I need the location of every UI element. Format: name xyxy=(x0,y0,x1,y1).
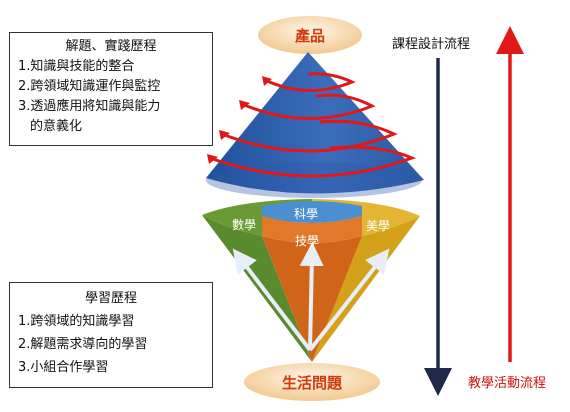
learning-process-title: 學習歷程 xyxy=(84,291,137,306)
tech-top xyxy=(262,216,362,243)
practice-process-title: 解題、實踐歷程 xyxy=(65,39,157,54)
white-arrows xyxy=(232,242,390,352)
practice-item-2: 2.跨領域知識運作與監控 xyxy=(18,79,161,94)
arts-label: 美學 xyxy=(366,219,390,233)
practice-item-1: 1.知識與技能的整合 xyxy=(18,59,135,74)
practice-item-3: 3.透過應用將知識與能力 xyxy=(18,99,161,114)
life-pill xyxy=(244,363,380,401)
practice-process-box: 解題、實踐歷程 1.知識與技能的整合 2.跨領域知識運作與監控 3.透過應用將知… xyxy=(9,32,213,146)
life-label: 生活問題 xyxy=(282,374,343,392)
teaching-flow-label: 教學活動流程 xyxy=(468,376,547,391)
spiral-arrowheads xyxy=(207,76,272,164)
learning-item-1: 1.跨領域的知識學習 xyxy=(18,314,135,329)
science-segment xyxy=(262,201,362,223)
learning-item-3: 3.小組合作學習 xyxy=(18,360,109,375)
arts-segment xyxy=(312,216,420,362)
math-label: 數學 xyxy=(232,218,256,232)
product-pill xyxy=(258,16,362,54)
design-flow-label: 課程設計流程 xyxy=(392,37,471,52)
learning-process-box: 學習歷程 1.跨領域的知識學習 2.解題需求導向的學習 3.小組合作學習 xyxy=(9,282,213,388)
math-segment xyxy=(202,215,312,362)
tech-label: 技學 xyxy=(295,234,319,248)
spiral-rings xyxy=(209,72,417,178)
product-cone xyxy=(206,52,424,194)
science-label: 科學 xyxy=(294,207,318,221)
practice-item-3-cont: 的意義化 xyxy=(30,119,83,134)
learning-item-2: 2.解題需求導向的學習 xyxy=(18,337,148,352)
product-label: 產品 xyxy=(294,27,325,45)
